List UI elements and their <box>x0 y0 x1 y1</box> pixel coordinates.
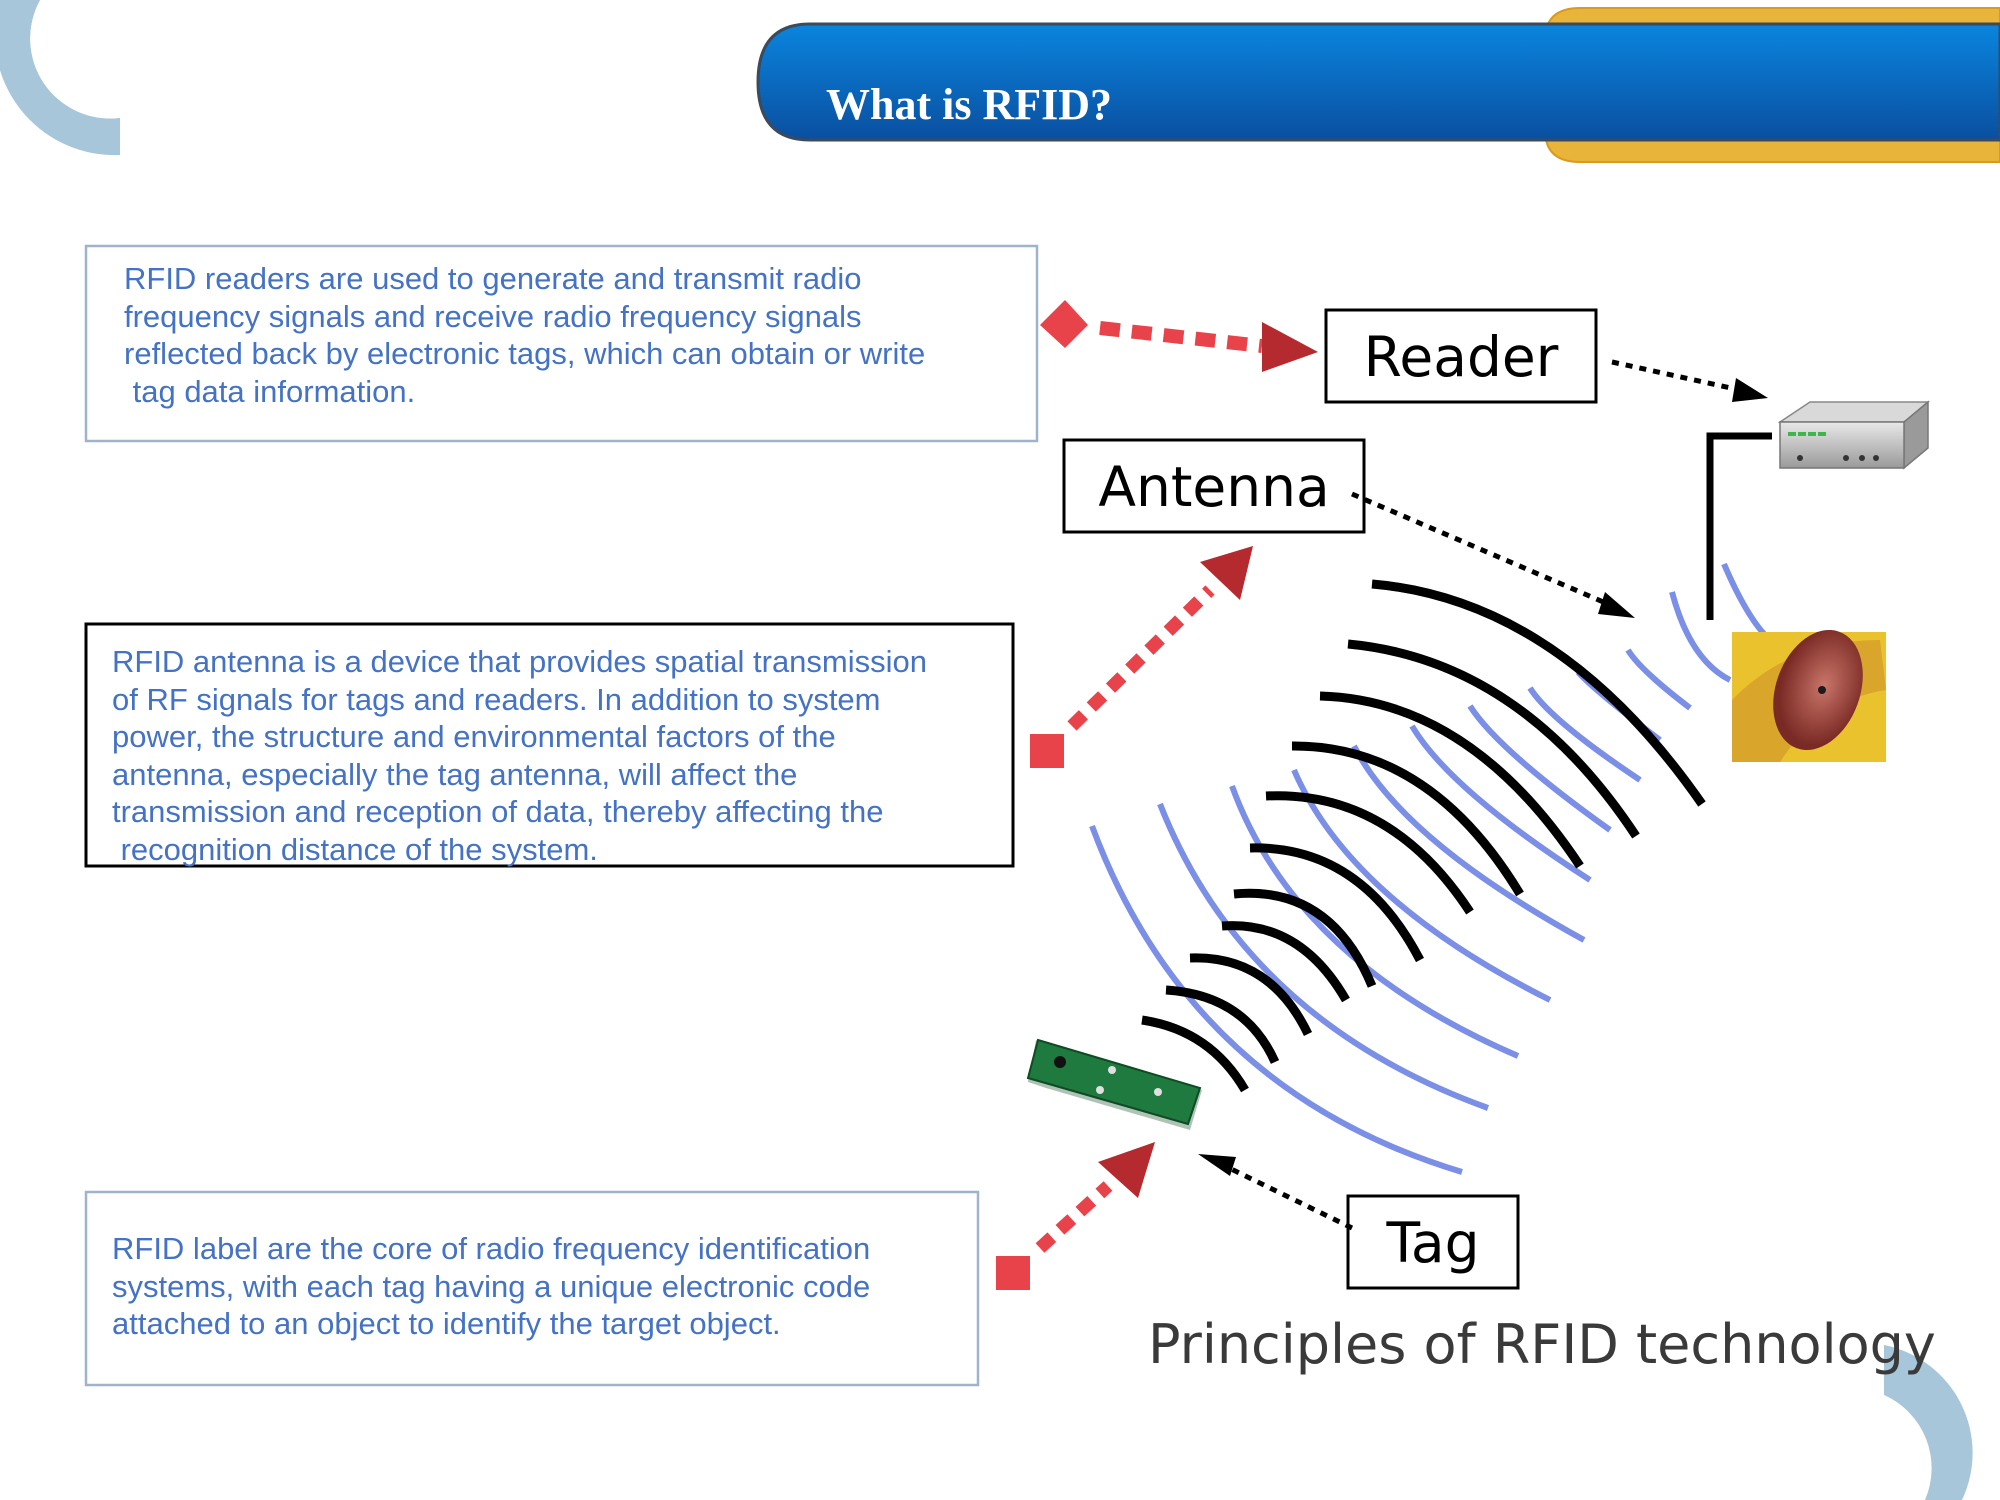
antenna-description-text: RFID antenna is a device that provides s… <box>112 644 928 867</box>
antenna-description-box <box>84 622 1015 868</box>
header-bar <box>756 7 2000 163</box>
black-radio-waves <box>1141 579 1706 1093</box>
reader-description-box <box>84 244 1039 443</box>
reader-callout-label: Reader <box>1363 325 1559 389</box>
tag-description-box <box>84 1190 980 1387</box>
reader-red-arrow <box>1040 300 1318 372</box>
tag-red-arrow <box>996 1142 1155 1290</box>
reader-to-device-arrow <box>1611 359 1768 402</box>
antenna-to-waves-arrow <box>1351 491 1635 618</box>
tag-description-text: RFID label are the core of radio frequen… <box>112 1231 871 1341</box>
antenna-red-arrow <box>1030 546 1253 768</box>
reader-antenna-cable <box>1706 432 1772 620</box>
tag-to-board-arrow <box>1198 1154 1354 1231</box>
rfid-tag-pcb-image <box>1026 1038 1202 1130</box>
rfid-reader-device-image <box>1777 400 1931 470</box>
diagram-caption: Principles of RFID technology <box>1148 1313 1936 1376</box>
page-title: What is RFID? <box>826 80 1113 130</box>
antenna-callout-box <box>1062 438 1366 534</box>
tag-callout-label: Tag <box>1386 1211 1480 1275</box>
antenna-callout-label: Antenna <box>1098 455 1330 519</box>
rfid-implant-photo <box>1732 629 1886 762</box>
corner-decoration-top-left <box>0 0 120 156</box>
tag-callout-box <box>1346 1194 1520 1290</box>
reader-description-text: RFID readers are used to generate and tr… <box>124 261 926 409</box>
reader-callout-box <box>1324 308 1598 404</box>
corner-decoration-bottom-right <box>1884 1345 1973 1500</box>
